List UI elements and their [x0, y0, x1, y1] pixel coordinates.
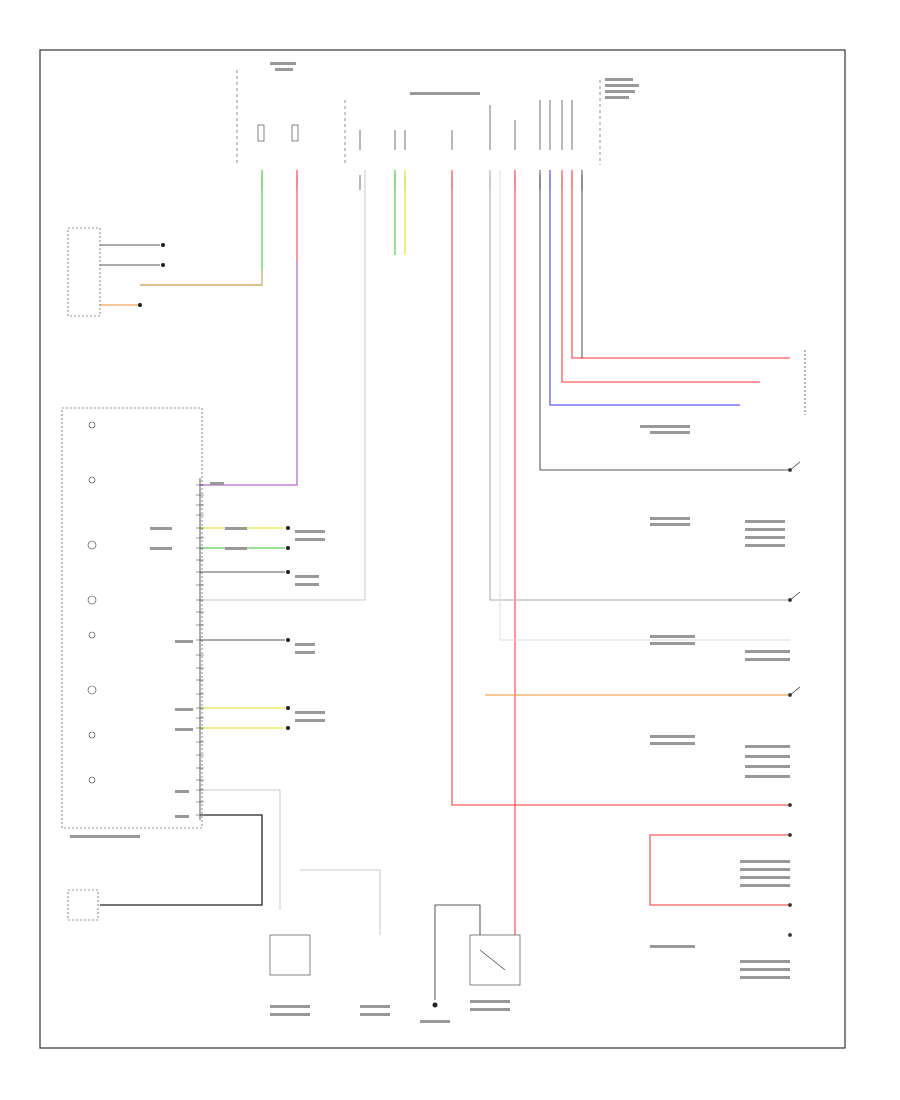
wire-red-long [451, 170, 790, 806]
wire-gray-lower [200, 789, 281, 910]
wire-red-right-2 [571, 170, 790, 359]
diagram-frame [39, 49, 846, 1049]
wire-gray-cluster [200, 170, 366, 601]
right-switches [788, 350, 806, 937]
wire-gray-2 [499, 170, 790, 641]
wire-black-switch-2 [435, 904, 481, 935]
ground-sensor [67, 889, 99, 921]
cluster-indicator-icons [87, 421, 97, 784]
terminal-dots [138, 243, 290, 730]
fuse-symbols [257, 124, 299, 142]
illegible-labels [70, 62, 790, 1023]
cluster-pins [196, 484, 204, 816]
relay-switch-icon [479, 949, 506, 971]
wire-gray-bottom [300, 869, 381, 935]
wire-blue [549, 170, 740, 406]
connector-label-ticks [261, 100, 583, 190]
wire-red-loop [649, 834, 790, 906]
wire-purple-cluster [200, 260, 298, 486]
wire-red-right-1 [561, 170, 760, 383]
instrument-cluster [61, 407, 203, 829]
buzzer-module [269, 934, 311, 976]
wire-green-left [140, 170, 263, 286]
relay-module [469, 934, 521, 986]
wire-gray-1 [489, 170, 790, 601]
ground-point-icon [432, 1002, 438, 1008]
ignition-switch [67, 227, 101, 317]
wire-black-ground [100, 814, 263, 906]
wire-black-right [539, 170, 790, 471]
